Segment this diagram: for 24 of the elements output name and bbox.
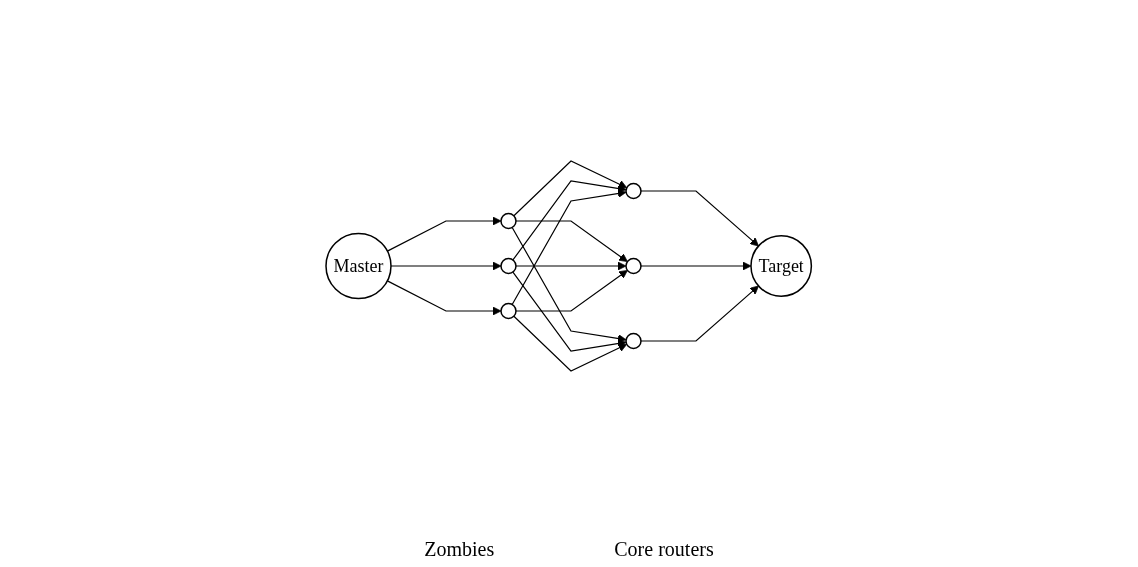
- arrow: [640, 190, 760, 247]
- arrow: [512, 180, 627, 261]
- arrow: [511, 226, 627, 343]
- arrow: [515, 270, 629, 312]
- node-circle: [625, 332, 643, 350]
- arrow: [640, 261, 752, 271]
- node-circle: Target: [750, 235, 813, 297]
- arrow: [387, 216, 502, 252]
- node-circle: [625, 257, 643, 275]
- node-circle: [500, 302, 518, 320]
- arrow: [513, 160, 628, 217]
- node-circle: [500, 257, 518, 275]
- arrow: [640, 285, 760, 342]
- node-circle: Master: [325, 232, 393, 300]
- node-circle: [500, 212, 518, 230]
- arrow: [511, 189, 627, 306]
- group-label: Core routers: [614, 538, 714, 561]
- group-label: Zombies: [424, 538, 495, 561]
- arrow: [512, 271, 627, 352]
- arrow: [515, 261, 627, 271]
- node-circle: [625, 182, 643, 200]
- arrow: [513, 315, 628, 372]
- arrow: [387, 280, 502, 316]
- arrow: [515, 220, 629, 262]
